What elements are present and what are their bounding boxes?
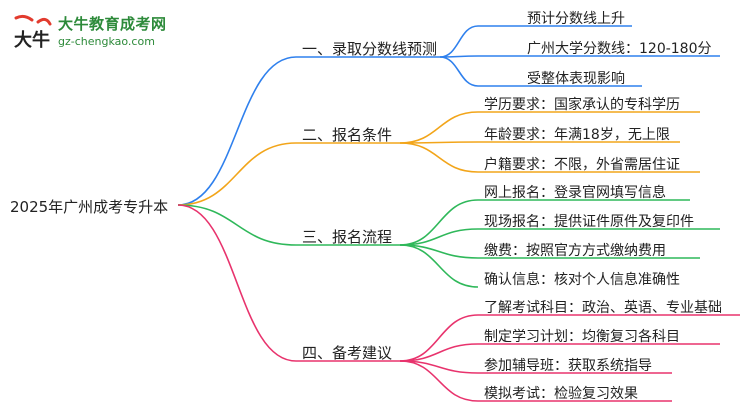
branch-connector bbox=[177, 56, 440, 206]
leaf-connector bbox=[399, 142, 700, 173]
leaf-node: 确认信息：核对个人信息准确性 bbox=[484, 272, 680, 288]
leaf-node: 缴费：按照官方方式缴纳费用 bbox=[484, 243, 666, 259]
branch-connector bbox=[177, 204, 400, 362]
leaf-node: 参加辅导班：获取系统指导 bbox=[484, 358, 652, 374]
leaf-connector bbox=[399, 314, 740, 362]
leaf-node: 了解考试科目：政治、英语、专业基础 bbox=[484, 300, 722, 316]
leaf-connector bbox=[439, 55, 720, 58]
branch-connector bbox=[177, 142, 400, 206]
leaf-node: 广州大学分数线：120-180分 bbox=[527, 41, 712, 57]
leaf-node: 户籍要求：不限，外省需居住证 bbox=[484, 157, 680, 173]
leaf-node: 学历要求：国家承认的专科学历 bbox=[484, 97, 680, 113]
branch-study-advice: 四、备考建议 bbox=[302, 344, 393, 362]
logo-title: 大牛教育成考网 bbox=[58, 15, 167, 33]
leaf-connector bbox=[399, 244, 479, 288]
logo-mark-icon: 大牛 bbox=[14, 14, 52, 51]
leaf-connector bbox=[439, 25, 632, 58]
leaf-connector bbox=[399, 199, 690, 246]
leaf-node: 年龄要求：年满18岁，无上限 bbox=[484, 127, 670, 143]
branch-eligibility: 二、报名条件 bbox=[302, 126, 393, 144]
leaf-connector bbox=[399, 360, 672, 402]
leaf-connector bbox=[399, 228, 720, 246]
leaf-node: 受整体表现影响 bbox=[527, 71, 625, 87]
logo-mark-text: 大牛 bbox=[14, 29, 50, 51]
leaf-connector bbox=[399, 111, 700, 144]
leaf-node: 网上报名：登录官网填写信息 bbox=[484, 185, 666, 201]
leaf-connector bbox=[399, 343, 720, 362]
leaf-connector bbox=[399, 244, 700, 259]
leaf-node: 预计分数线上升 bbox=[527, 11, 625, 27]
logo-url: gz-chengkao.com bbox=[58, 35, 155, 48]
leaf-connector bbox=[439, 56, 642, 87]
leaf-node: 模拟考试：检验复习效果 bbox=[484, 386, 638, 402]
leaf-connector bbox=[399, 360, 672, 374]
branch-connector bbox=[177, 204, 400, 246]
leaf-connector bbox=[399, 141, 680, 144]
branch-score-prediction: 一、录取分数线预测 bbox=[302, 40, 438, 58]
site-logo[interactable]: 大牛 大牛教育成考网 gz-chengkao.com bbox=[10, 12, 166, 54]
root-topic: 2025年广州成考专升本 bbox=[10, 198, 169, 216]
leaf-node: 现场报名：提供证件原件及复印件 bbox=[484, 214, 694, 230]
leaf-node: 制定学习计划：均衡复习各科目 bbox=[484, 329, 680, 345]
branch-registration-process: 三、报名流程 bbox=[302, 228, 393, 246]
